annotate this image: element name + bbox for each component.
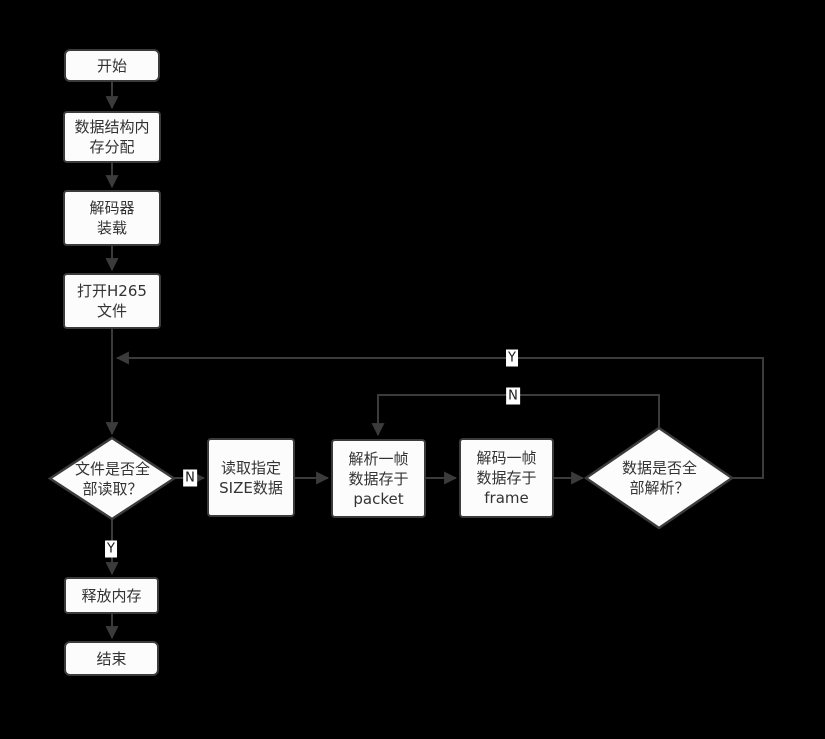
node-open-h265-file: 打开H265 文件 <box>63 273 161 329</box>
node-decode-frame-label: 解码一帧 数据存于 frame <box>476 449 537 507</box>
node-read-size-data-label: 读取指定 SIZE数据 <box>219 458 283 497</box>
node-decoder-load-label: 解码器 装载 <box>89 199 135 237</box>
node-open-h265-file-label: 打开H265 文件 <box>77 282 147 320</box>
node-end: 结束 <box>64 641 159 676</box>
edge-label-yes-to-free: Y <box>105 540 117 558</box>
node-read-size-data: 读取指定 SIZE数据 <box>207 438 295 517</box>
node-free-memory-label: 释放内存 <box>81 586 142 605</box>
edge-yes-loop <box>115 351 764 479</box>
node-free-memory: 释放内存 <box>64 577 159 614</box>
node-memory-alloc: 数据结构内 存分配 <box>63 111 161 163</box>
node-start: 开始 <box>64 49 160 82</box>
edge-label-no-to-read: N <box>183 469 197 487</box>
edge-label-no-loop: N <box>506 387 520 405</box>
node-parse-packet: 解析一帧 数据存于 packet <box>331 439 426 518</box>
node-end-label: 结束 <box>96 649 127 668</box>
edge-label-yes-loop: Y <box>506 349 518 367</box>
decision-parse-done-shape <box>583 426 735 530</box>
node-decode-frame: 解码一帧 数据存于 frame <box>459 438 554 518</box>
node-memory-alloc-label: 数据结构内 存分配 <box>74 118 150 156</box>
node-start-label: 开始 <box>96 56 127 75</box>
node-decoder-load: 解码器 装载 <box>63 190 161 246</box>
node-parse-packet-label: 解析一帧 数据存于 packet <box>348 449 409 508</box>
decision-file-read-shape <box>47 436 177 521</box>
